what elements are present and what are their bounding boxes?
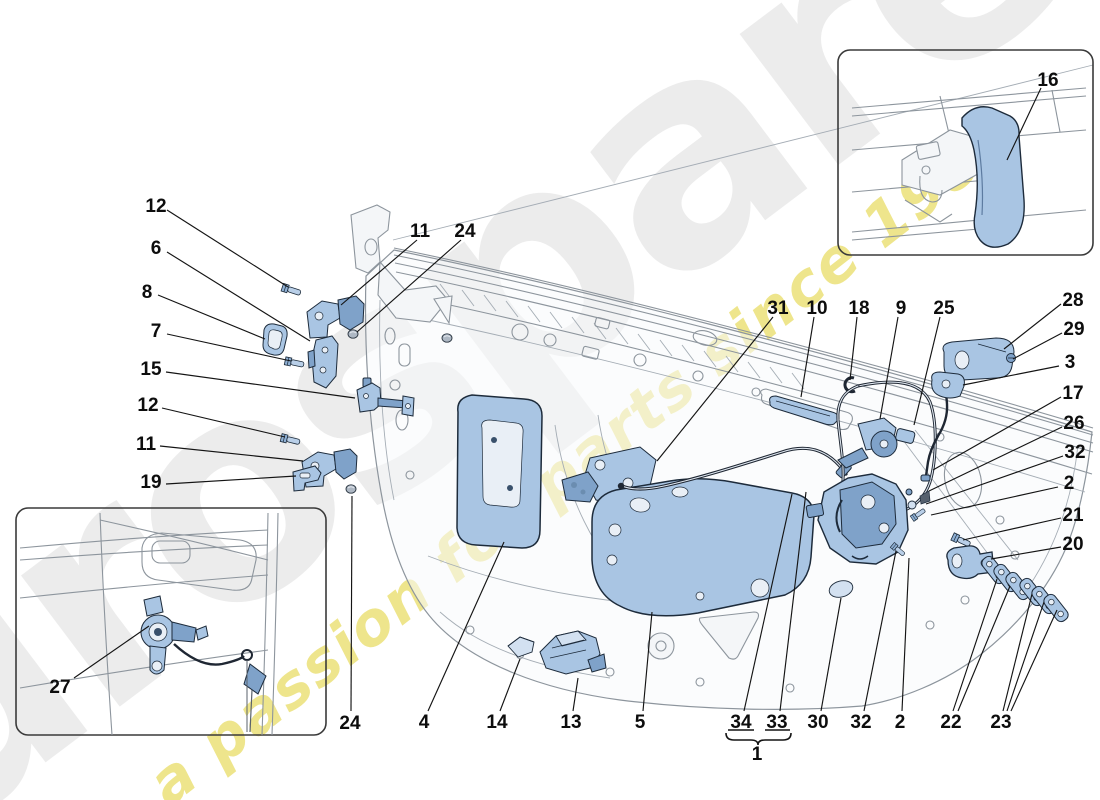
callout-26: 26 — [1063, 413, 1084, 434]
door-trim-panel-16 — [961, 106, 1025, 248]
callout-14: 14 — [486, 712, 508, 733]
door-check-strap-15 — [356, 377, 415, 417]
callout-25: 25 — [933, 298, 955, 319]
inset-bl-armrest — [141, 532, 257, 591]
door-lock-assembly — [805, 473, 909, 565]
exterior-handle-support-28 — [942, 337, 1015, 381]
callout-9: 9 — [896, 298, 907, 319]
callout-2-bottom: 2 — [895, 712, 906, 733]
hinge-shim-plate-19 — [292, 465, 322, 492]
ball-stud-cap-24a — [347, 329, 359, 339]
inset-bottom-left — [15, 507, 327, 736]
callout-20: 20 — [1062, 534, 1083, 555]
callout-6: 6 — [151, 238, 162, 259]
callout-17: 17 — [1062, 383, 1083, 404]
callout-11b: 11 — [136, 434, 157, 455]
callout-16: 16 — [1037, 70, 1058, 91]
grommet-plug-30 — [828, 580, 854, 598]
leader-lines — [73, 87, 1064, 746]
ball-stud-cap-24c — [441, 333, 453, 343]
inset-top-right — [837, 49, 1094, 256]
callout-22: 22 — [940, 712, 961, 733]
handle-gasket-3 — [931, 371, 965, 399]
speaker-cover-panel-4 — [456, 394, 543, 549]
gasket-8 — [262, 323, 288, 356]
hinge-plate-6 — [307, 335, 339, 389]
door-module-panel-5 — [591, 478, 815, 617]
ball-stud-cap-24b — [345, 484, 357, 494]
callout-31: 31 — [767, 298, 789, 319]
right-side-parts — [769, 337, 1071, 625]
callout-3: 3 — [1065, 352, 1076, 373]
callout-7: 7 — [151, 321, 162, 342]
callout-5: 5 — [635, 712, 646, 733]
callout-12b: 12 — [137, 395, 158, 416]
upper-door-hinge — [306, 295, 365, 339]
callout-10: 10 — [806, 298, 827, 319]
callout-11-top: 11 — [410, 221, 431, 242]
window-regulator-motor-9 — [837, 417, 916, 469]
center-parts — [456, 394, 854, 675]
inset-bl-cable — [173, 643, 267, 733]
latch-actuator-13 — [539, 630, 607, 675]
callout-24-bottom: 24 — [339, 713, 361, 734]
callout-28: 28 — [1062, 290, 1083, 311]
hinge-parts-left — [262, 282, 453, 494]
callout-27: 27 — [49, 677, 70, 698]
callout-labels: 12 6 8 7 15 12 11 19 11 24 27 16 31 10 1… — [49, 70, 1085, 765]
callout-18: 18 — [848, 298, 869, 319]
door-structure-line-art — [350, 64, 1094, 710]
callout-19: 19 — [140, 472, 161, 493]
striker-bracket-20 — [946, 545, 995, 580]
callout-21: 21 — [1062, 505, 1084, 526]
adhesive-pad-14 — [507, 636, 535, 658]
callout-4: 4 — [419, 712, 430, 733]
callout-29: 29 — [1063, 319, 1084, 340]
inset-bl-trim-lines — [19, 512, 279, 736]
callout-1-group: 1 — [752, 744, 763, 765]
callout-15: 15 — [140, 359, 162, 380]
callout-30: 30 — [807, 712, 828, 733]
callout-23: 23 — [990, 712, 1011, 733]
callout-32-bottom: 32 — [850, 712, 871, 733]
callout-33: 33 — [766, 712, 787, 733]
retainer-clip-18 — [843, 376, 856, 394]
callout-34: 34 — [730, 712, 752, 733]
callout-2-right: 2 — [1064, 473, 1075, 494]
callout-8: 8 — [142, 282, 153, 303]
interior-lock-27 — [140, 595, 209, 675]
rail-hatching — [439, 283, 805, 390]
callout-12a: 12 — [145, 196, 166, 217]
callout-24-top: 24 — [454, 221, 476, 242]
seal-strip-10 — [769, 395, 839, 426]
lock-fasteners-2-32-26 — [889, 488, 931, 558]
callout-32-right: 32 — [1064, 442, 1085, 463]
callout-13: 13 — [560, 712, 581, 733]
